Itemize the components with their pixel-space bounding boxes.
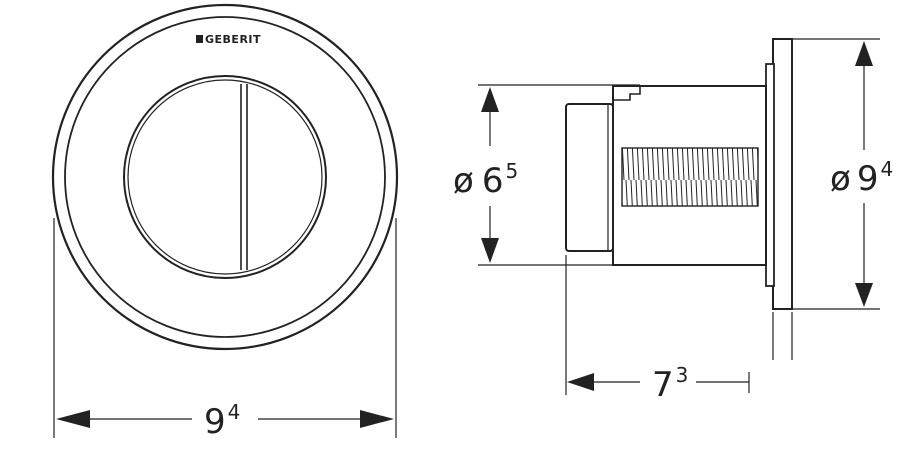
arrow-up [855,41,873,66]
arrow-left [567,373,594,391]
button-ring-outer [123,75,327,279]
side-plunger [565,103,614,252]
body-diameter-symbol: ø [453,161,474,201]
plate-diameter-symbol: ø [830,159,851,199]
body-diameter-main: 6 [482,161,504,201]
plate-diameter-sup: 4 [880,157,893,181]
button-ring-inner [127,79,323,275]
logo-mark [196,35,203,43]
body-clip [613,86,641,101]
plate-diameter-dimension [793,38,880,310]
thread-region [621,147,759,207]
front-view [51,3,399,351]
side-plate [772,38,793,310]
front-width-main: 9 [204,402,226,442]
inner-plate-ring [64,16,386,338]
plate-diameter-main: 9 [857,159,879,199]
arrow-down [855,283,873,307]
geberit-logo: GEBERIT [196,33,261,46]
front-width-dimension [53,218,397,438]
body-diameter-dimension [478,84,640,266]
depth-sup: 3 [676,363,689,387]
logo-text: GEBERIT [205,33,261,46]
arrow-up [481,87,499,112]
depth-main: 7 [652,365,674,405]
outer-plate-rim [51,3,399,351]
depth-dimension [565,255,793,395]
arrow-left [56,410,90,428]
front-width-sup: 4 [228,400,241,424]
arrow-down [481,238,499,263]
arrow-right [360,410,394,428]
body-diameter-sup: 5 [505,159,518,183]
side-view [565,38,793,310]
side-flange [765,63,775,287]
